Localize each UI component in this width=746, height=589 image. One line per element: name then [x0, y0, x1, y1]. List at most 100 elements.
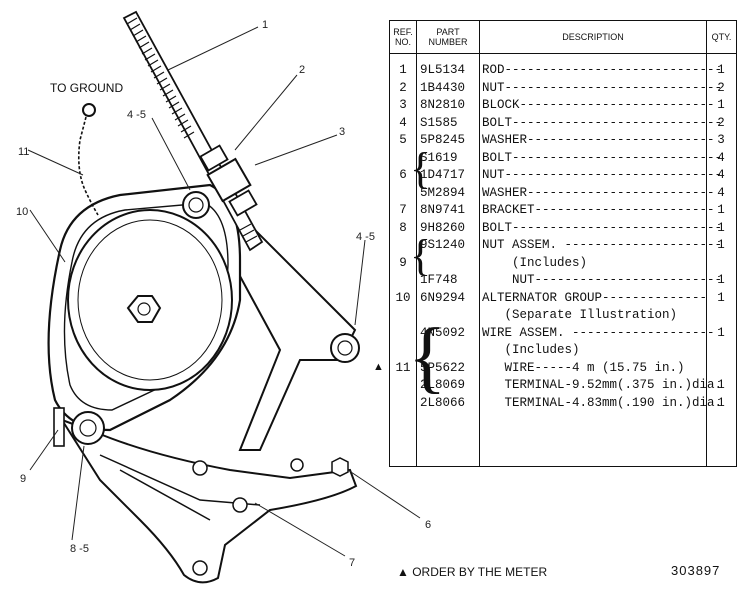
qty-cell: 1	[717, 273, 725, 287]
description-cell: NUT-----------------------------	[482, 168, 723, 182]
description-cell: TERMINAL-9.52mm(.375 in.)dia.	[482, 378, 723, 392]
description-cell: (Includes)	[482, 343, 580, 357]
part-number-cell: 9H8260	[420, 220, 466, 235]
qty-cell: 3	[717, 133, 725, 147]
qty-cell: 1	[717, 378, 725, 392]
ref-no-cell: 8	[399, 220, 407, 235]
description-cell: NUT-----------------------------	[482, 80, 723, 95]
description-cell: BOLT----------------------------	[482, 150, 723, 165]
description-cell: (Includes)	[482, 255, 588, 270]
callout-2: 2	[299, 64, 305, 76]
description-cell: BOLT----------------------------	[482, 115, 723, 130]
table-row: 5 5P8245 WASHER-------------------------3	[390, 131, 736, 149]
part-number-cell: S1585	[420, 115, 458, 130]
part-number-cell: 8N2810	[420, 98, 466, 112]
ref-no-cell: 5	[399, 133, 407, 147]
table-row: 4 S1585 BOLT----------------------------2	[390, 114, 736, 132]
ref-no-cell: 10	[395, 290, 411, 305]
ref-no-cell: 4	[399, 115, 407, 130]
description-cell: ALTERNATOR GROUP--------------	[482, 290, 708, 305]
callout-6: 6	[425, 519, 431, 531]
part-number-cell: 5M2894	[420, 185, 466, 200]
order-by-meter-marker: ▲	[373, 361, 384, 373]
part-number-cell: 5P8245	[420, 133, 466, 147]
part-number-cell: 1F748	[420, 273, 458, 287]
ref-no-cell: 11	[395, 360, 411, 375]
qty-cell: 1	[717, 220, 725, 235]
description-cell: BOLT----------------------------	[482, 220, 723, 235]
bolt-8-lower-head	[79, 419, 97, 437]
block	[206, 157, 252, 203]
qty-cell: 2	[717, 115, 725, 130]
brace-ref-9: {	[410, 231, 432, 280]
ref-no-cell: 2	[399, 80, 407, 95]
bracket-hole	[192, 460, 208, 476]
leader-lines	[27, 26, 421, 557]
rod-thread	[126, 17, 258, 243]
table-row: 8 9H8260 BOLT----------------------------1	[390, 219, 736, 237]
qty-cell: 4	[717, 150, 725, 165]
part-number-cell: 6N9294	[420, 290, 466, 305]
qty-cell: 1	[717, 290, 725, 305]
ref-no-cell: 7	[399, 203, 407, 217]
description-cell: ROD-----------------------------	[482, 63, 723, 77]
ref-no-cell: 6	[399, 168, 407, 182]
table-row: 2L8066 TERMINAL-4.83mm(.190 in.)dia.1	[390, 394, 736, 412]
nut-2-upper	[199, 144, 229, 172]
table-row: (Includes)	[390, 341, 736, 359]
qty-cell: 1	[717, 203, 725, 217]
callout-1: 1	[262, 19, 268, 31]
table-row: (Separate Illustration)	[390, 306, 736, 324]
bracket-hole	[192, 560, 208, 576]
nut-2-lower	[228, 189, 258, 217]
header-qty: QTY.	[711, 32, 732, 42]
qty-cell: 1	[717, 63, 725, 77]
column-divider	[416, 53, 417, 466]
header-divider	[390, 53, 736, 54]
bolt-4-right-head	[337, 340, 353, 356]
ground-label: TO GROUND	[50, 81, 123, 95]
bolt-4-upper-head	[188, 197, 204, 213]
header-description: DESCRIPTION	[480, 21, 707, 53]
table-row: 1F748 NUT-------------------------1	[390, 271, 736, 289]
ref-no-cell: 1	[399, 63, 407, 77]
order-by-meter-note: ▲ ORDER BY THE METER	[397, 565, 548, 579]
table-row: 9 (Includes)	[390, 254, 736, 272]
qty-cell: 4	[717, 168, 725, 182]
bracket-hole	[232, 497, 248, 513]
ref-no-cell: 9	[399, 255, 407, 270]
shaft-end	[137, 302, 151, 316]
drawing-number: 303897	[671, 563, 721, 578]
description-cell: WASHER-------------------------	[482, 133, 715, 147]
table-row: 6 1D4717 NUT-----------------------------4	[390, 166, 736, 184]
part-number-cell: 2L8069	[420, 378, 466, 392]
ref-no-cell: 3	[399, 98, 407, 112]
part-number-cell: 1B4430	[420, 80, 466, 95]
part-number-cell: 1D4717	[420, 168, 466, 182]
qty-cell: 4	[717, 185, 725, 200]
description-cell: (Separate Illustration)	[482, 308, 678, 322]
alternator-pulley-rim	[77, 219, 223, 381]
callout-11: 11	[18, 146, 29, 158]
description-cell: WASHER-------------------------	[482, 185, 715, 200]
brace-ref-6: {	[410, 144, 432, 193]
callout-7: 7	[349, 557, 355, 569]
description-cell: NUT-------------------------	[482, 273, 723, 287]
qty-cell: 1	[717, 238, 725, 252]
brace-ref-11: {	[408, 313, 447, 401]
bracket-hole	[290, 458, 304, 472]
callout-10: 10	[16, 206, 28, 218]
description-cell: WIRE ASSEM. -------------------	[482, 325, 715, 340]
callout-9: 9	[20, 473, 26, 485]
table-row: 2L8069 TERMINAL-9.52mm(.375 in.)dia.1	[390, 376, 736, 394]
header-part-number: PART NUMBER	[417, 21, 480, 53]
description-cell: NUT ASSEM. ---------------------	[482, 238, 723, 252]
